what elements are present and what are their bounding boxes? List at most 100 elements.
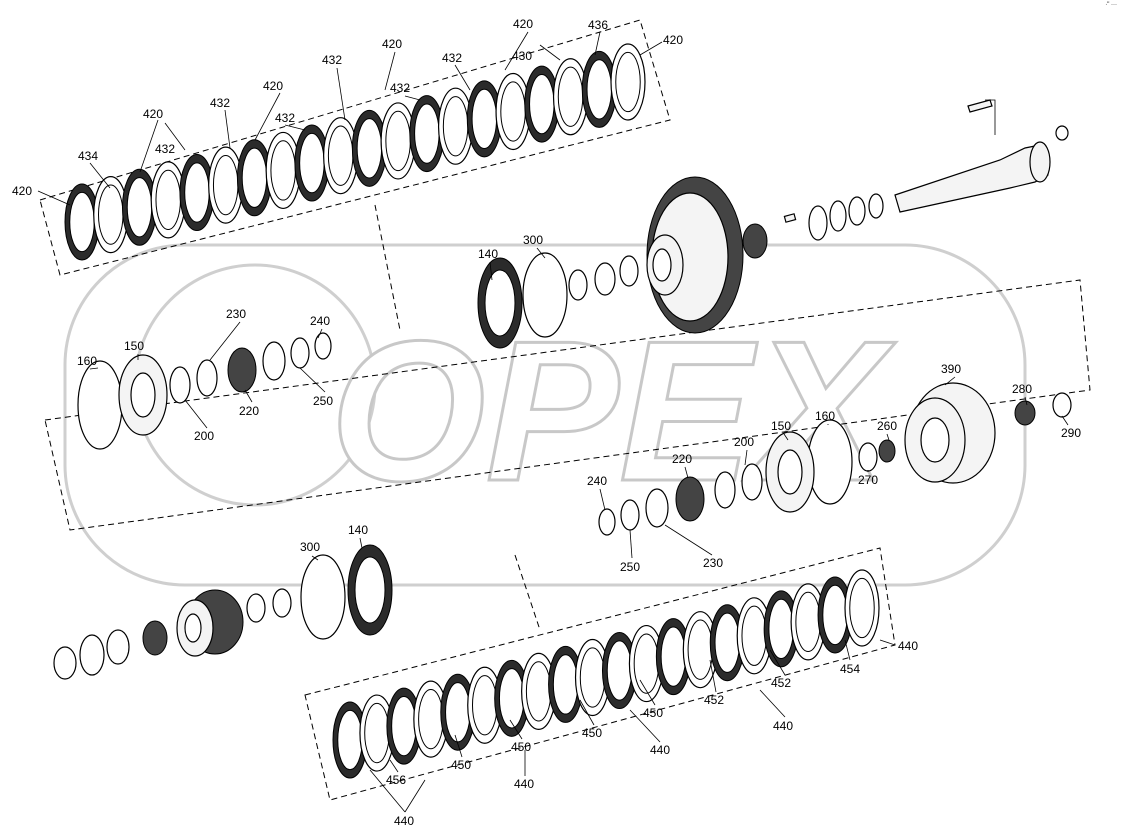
disc-bore xyxy=(660,626,687,687)
leader-line xyxy=(1061,415,1069,426)
leader-line xyxy=(886,433,890,441)
leader-line xyxy=(299,367,326,393)
disc-bore xyxy=(155,169,181,231)
disc-bore xyxy=(270,140,296,201)
washer-bottom-3 xyxy=(53,646,77,680)
callout-420: 420 xyxy=(12,184,32,198)
bearing-280 xyxy=(1014,400,1036,426)
washer-bottom-1 xyxy=(106,629,130,665)
callout-420: 420 xyxy=(143,107,163,121)
callout-432: 432 xyxy=(442,51,462,65)
middle-right-assembly xyxy=(598,382,1072,536)
leader-line xyxy=(369,769,406,813)
frame-middle-assembly xyxy=(44,279,1091,531)
leader-line xyxy=(89,367,99,370)
disc-bore xyxy=(418,689,444,750)
spacer-ring-bottom-2 xyxy=(246,593,266,623)
leader-line xyxy=(284,124,306,131)
leader-line xyxy=(684,466,689,479)
callout-430: 430 xyxy=(512,49,532,63)
shaft-pin xyxy=(967,99,993,113)
hub-gear-bottom xyxy=(176,589,244,657)
callout-240: 240 xyxy=(587,474,607,488)
leader-line xyxy=(454,64,471,91)
spring-220-right xyxy=(675,476,705,522)
disc-bore xyxy=(714,612,741,673)
callout-300: 300 xyxy=(300,540,320,554)
middle-left-assembly xyxy=(77,332,332,450)
callout-432: 432 xyxy=(390,81,410,95)
frame-link-1 xyxy=(374,204,401,331)
shaft-ring-4 xyxy=(868,193,884,219)
leader-line xyxy=(536,247,546,259)
shaft-plug xyxy=(1055,125,1069,141)
disc-bore xyxy=(391,695,417,757)
callout-200: 200 xyxy=(194,429,214,443)
leader-line xyxy=(594,31,601,56)
bearing-260 xyxy=(878,439,896,463)
callout-150: 150 xyxy=(771,419,791,433)
callout-454: 454 xyxy=(840,662,860,676)
leader-line xyxy=(879,639,896,646)
leader-line xyxy=(489,261,493,281)
disc-bore xyxy=(471,675,498,736)
callout-434: 434 xyxy=(78,149,98,163)
disc-bore xyxy=(299,132,325,194)
leader-line xyxy=(759,689,786,718)
callout-390: 390 xyxy=(941,362,961,376)
disc-bore xyxy=(498,668,525,729)
disc-bore xyxy=(615,51,641,113)
leader-line xyxy=(639,41,663,56)
leader-line xyxy=(744,449,748,466)
leader-line xyxy=(384,51,396,91)
leader-line xyxy=(709,659,717,693)
leader-line xyxy=(944,376,956,386)
shaft-ring-1 xyxy=(808,205,828,241)
ring-250-left xyxy=(290,337,310,369)
disc-bore xyxy=(529,73,555,135)
disc-bore xyxy=(356,118,383,179)
needle-bearing-bottom xyxy=(142,620,168,656)
disc-bore xyxy=(741,605,767,666)
leader-line xyxy=(317,328,323,339)
callout-230: 230 xyxy=(703,556,723,570)
leader-line xyxy=(844,639,851,661)
leader-line xyxy=(89,162,111,189)
leader-line xyxy=(599,488,606,511)
frame-top-discs xyxy=(39,19,671,276)
spacer-ring-2 xyxy=(594,262,616,296)
leader-line xyxy=(509,719,523,740)
callout-260: 260 xyxy=(877,419,897,433)
leader-line xyxy=(184,399,208,429)
ring-230-left xyxy=(262,341,286,381)
callout-432: 432 xyxy=(322,53,342,67)
shaft-flange xyxy=(1029,141,1051,183)
leader-line xyxy=(1024,396,1028,406)
callout-290: 290 xyxy=(1061,426,1081,440)
disc-bore xyxy=(606,640,633,701)
leader-line xyxy=(336,67,346,121)
callout-200: 200 xyxy=(734,435,754,449)
callout-220: 220 xyxy=(672,452,692,466)
pin-leader xyxy=(985,99,996,135)
disc-bore xyxy=(471,88,498,149)
ring-240-right xyxy=(598,508,616,536)
disc-bore xyxy=(69,191,95,253)
disc-bore xyxy=(552,654,579,715)
leader-line xyxy=(629,529,633,559)
callout-452: 452 xyxy=(771,676,791,690)
shaft-ring-3 xyxy=(848,196,866,226)
callout-450: 450 xyxy=(582,726,602,740)
shaft-assembly xyxy=(477,99,1069,349)
callout-270: 270 xyxy=(858,473,878,487)
callout-432: 432 xyxy=(210,96,230,110)
leader-line xyxy=(579,699,595,726)
callout-450: 450 xyxy=(451,758,471,772)
callout-450: 450 xyxy=(511,740,531,754)
ring-200-left-a xyxy=(169,366,191,404)
ring-250-right xyxy=(620,499,640,531)
disc-bore xyxy=(500,81,526,142)
ring-200-right-b xyxy=(714,471,736,509)
main-gear xyxy=(646,176,744,334)
disc-bore xyxy=(633,633,660,694)
